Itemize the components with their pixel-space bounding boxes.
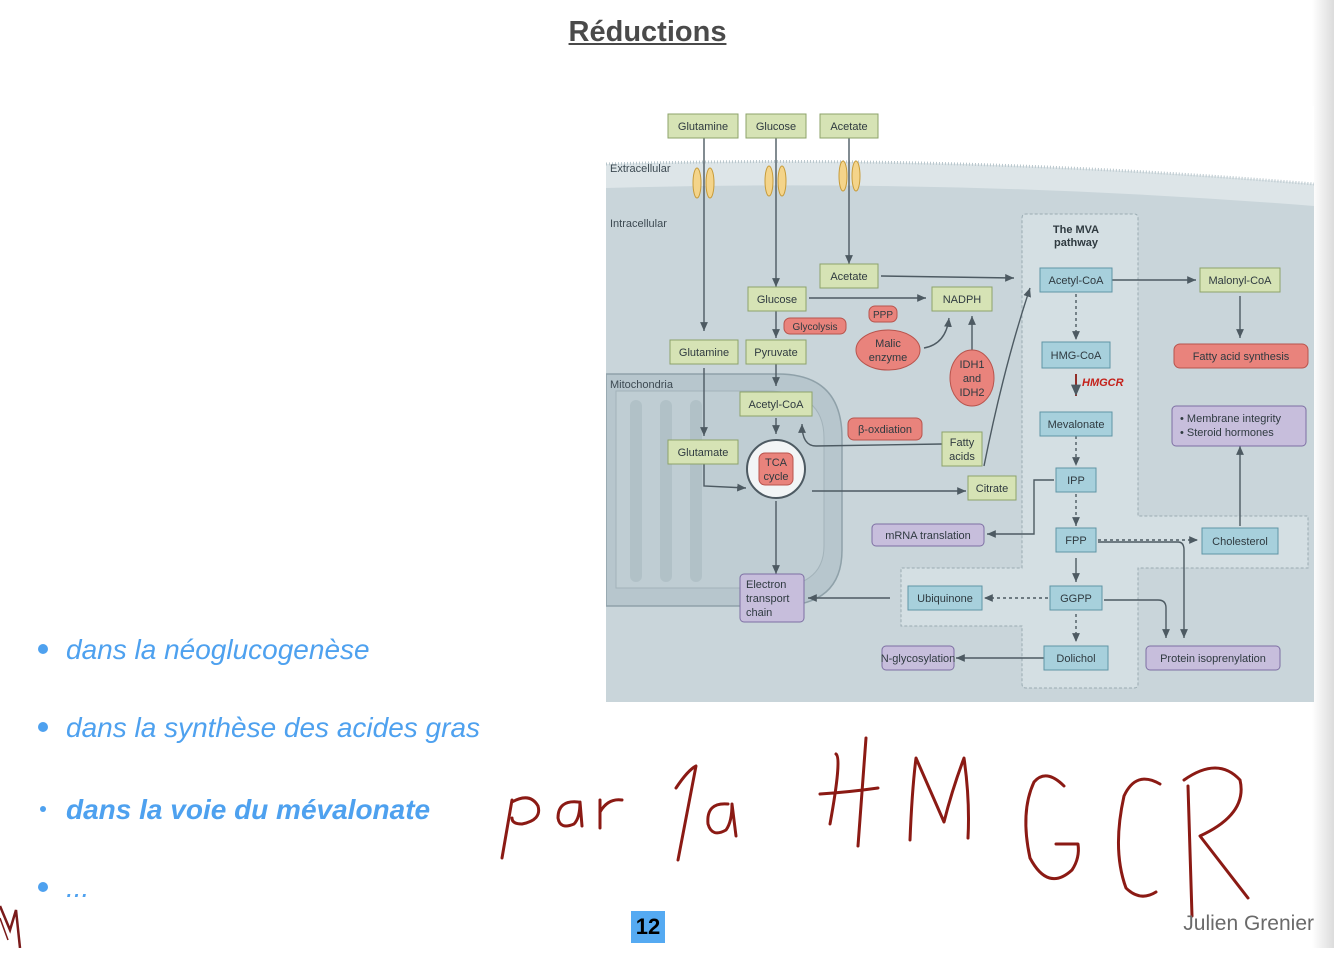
bullet-item-active: dans la voie du mévalonate — [38, 794, 430, 826]
author-name: Julien Grenier — [1183, 912, 1314, 935]
mrna-translation: mRNA translation — [885, 530, 971, 542]
fatty-acids-2: acids — [949, 451, 975, 463]
etc-2: transport — [746, 593, 789, 605]
dolichol: Dolichol — [1056, 653, 1095, 665]
glucose-in: Glucose — [757, 294, 797, 306]
bullet-dot — [38, 881, 48, 892]
slide-title: Réductions — [568, 16, 727, 48]
malonyl-coa: Malonyl-CoA — [1209, 275, 1273, 287]
edge-shadow — [1312, 0, 1334, 948]
bullet-text: dans la synthèse des acides gras — [66, 712, 481, 743]
tca-2: cycle — [763, 471, 788, 483]
ipp: IPP — [1067, 475, 1085, 487]
ubiquinone: Ubiquinone — [917, 593, 973, 605]
malic-enzyme-2: enzyme — [869, 352, 908, 364]
bullet-text: dans la néoglucogenèse — [66, 634, 370, 665]
acetyl-coa-mva: Acetyl-CoA — [1048, 275, 1104, 287]
malic-enzyme-1: Malic — [875, 338, 901, 350]
fpp: FPP — [1065, 535, 1086, 547]
transporters — [692, 160, 861, 199]
etc-1: Electron — [746, 579, 786, 591]
extracellular-label: Extracellular — [610, 163, 671, 175]
bullet-dot — [40, 805, 46, 812]
page-number: 12 — [631, 911, 665, 943]
nadph: NADPH — [943, 294, 982, 306]
fatty-acid-synthesis: Fatty acid synthesis — [1193, 351, 1290, 363]
hmgcr-label: HMGCR — [1082, 377, 1124, 389]
mva-region — [900, 213, 1309, 689]
mva-boxes: Acetyl-CoA Malonyl-CoA HMG-CoA HMGCR Mev… — [739, 267, 1307, 671]
fatty-acids-1: Fatty — [950, 437, 975, 449]
mva-title-2: pathway — [1054, 237, 1099, 249]
idh-2: and — [963, 373, 981, 385]
pathway-arrows — [700, 138, 1244, 662]
ppp-tag: PPP — [873, 310, 893, 321]
university-logo — [0, 900, 40, 949]
idh-3: IDH2 — [959, 387, 984, 399]
mva-title-1: The MVA — [1053, 224, 1099, 236]
mitochondria-label: Mitochondria — [610, 379, 674, 391]
intracellular-label: Intracellular — [610, 218, 667, 230]
protein-isoprenylation: Protein isoprenylation — [1160, 653, 1266, 665]
acetate-in: Acetate — [830, 271, 867, 283]
tca-1: TCA — [765, 457, 788, 469]
bullet-text: ... — [66, 872, 90, 903]
steroid-hormones: • Steroid hormones — [1180, 427, 1274, 439]
bullet-item: dans la néoglucogenèse — [38, 634, 370, 666]
acetyl-coa-mito: Acetyl-CoA — [748, 399, 804, 411]
etc-3: chain — [746, 607, 772, 619]
handwritten-annotation — [500, 720, 1270, 920]
enzyme-tags: PPP Glycolysis Malic enzyme IDH1 and IDH… — [746, 305, 1309, 499]
n-glycosylation: N-glycosylation — [881, 653, 956, 665]
beta-oxidation-tag: β-oxdiation — [858, 424, 912, 436]
ggpp: GGPP — [1060, 593, 1092, 605]
glucose-top: Glucose — [756, 121, 796, 133]
glycolysis-tag: Glycolysis — [792, 322, 837, 333]
substrate-boxes: Glutamine Glucose Acetate Acetate Glucos… — [667, 113, 1017, 501]
citrate: Citrate — [976, 483, 1008, 495]
dashed-arrows — [984, 294, 1198, 642]
idh-1: IDH1 — [959, 359, 984, 371]
bullet-text: dans la voie du mévalonate — [66, 794, 431, 825]
acetate-top: Acetate — [830, 121, 867, 133]
bullet-item: ... — [38, 872, 89, 904]
glutamine-in: Glutamine — [679, 347, 729, 359]
membrane-integrity: • Membrane integrity — [1180, 413, 1282, 425]
glutamine-top: Glutamine — [678, 121, 728, 133]
mva-pathway-figure: Extracellular Intracellular Mitochondria… — [606, 106, 1314, 702]
cholesterol: Cholesterol — [1212, 536, 1268, 548]
glutamate: Glutamate — [678, 447, 729, 459]
bullet-item: dans la synthèse des acides gras — [38, 712, 480, 744]
hmg-coa: HMG-CoA — [1051, 350, 1102, 362]
bullet-dot — [38, 643, 48, 654]
pyruvate: Pyruvate — [754, 347, 797, 359]
bullet-dot — [38, 721, 48, 732]
mevalonate: Mevalonate — [1048, 419, 1105, 431]
